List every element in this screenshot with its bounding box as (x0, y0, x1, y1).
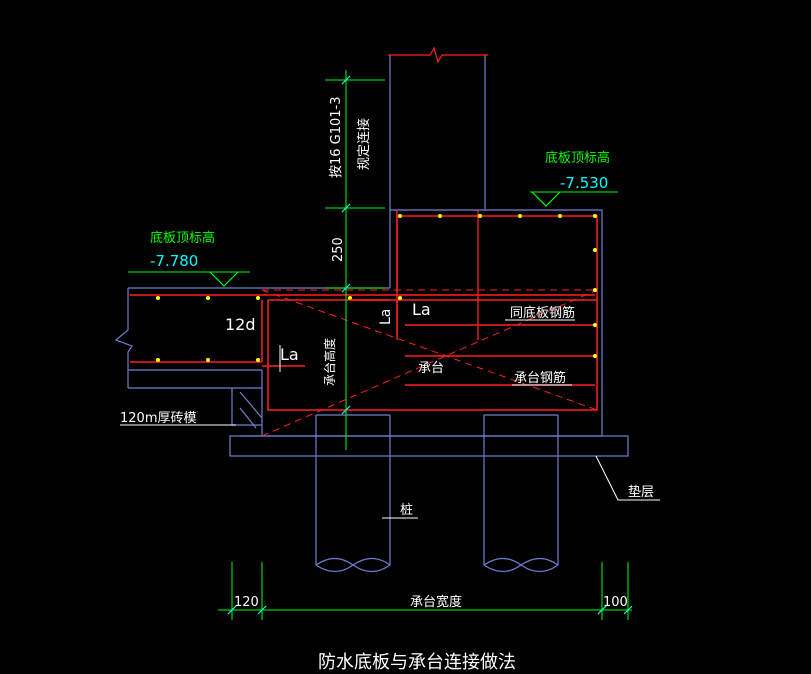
brick-mold (231, 388, 263, 429)
column-rebar (396, 210, 479, 340)
bottom-slab (114, 287, 390, 389)
left-level-marker (128, 271, 250, 287)
cushion-layer (229, 435, 629, 457)
dim-mid-label: 承台宽度 (410, 594, 462, 610)
bottom-dimension (218, 562, 632, 620)
la-center-arrow (350, 299, 398, 335)
dim-right-label: 100 (603, 595, 628, 610)
left-level-label: 底板顶标高 (150, 230, 215, 246)
drawing-caption: 防水底板与承台连接做法 (318, 652, 516, 673)
la-center-label: La (378, 309, 394, 325)
dim-left-label: 120 (234, 595, 259, 610)
brick-mold-label: 120m厚砖模 (120, 411, 196, 426)
same-slab-rebar-label: 同底板钢筋 (510, 305, 575, 321)
rebar-dots (156, 214, 597, 362)
pile-label: 桩 (400, 503, 413, 518)
break-line (388, 46, 488, 64)
right-level-marker (530, 191, 618, 207)
cap-rebar-label: 承台钢筋 (514, 370, 566, 386)
pile-cap (240, 209, 603, 437)
piles (315, 414, 559, 573)
cap-height-label: 承台高度 (322, 338, 337, 386)
cap-diagonals (261, 289, 598, 437)
cap-rebar (130, 215, 598, 411)
right-level-value: -7.530 (560, 174, 608, 192)
right-level-label: 底板顶标高 (545, 150, 610, 166)
column-note-2: 规定连接 (356, 118, 372, 170)
cushion-leader (595, 455, 660, 501)
la-left-arrow (262, 345, 305, 372)
left-level-value: -7.780 (150, 252, 198, 270)
cushion-label: 垫层 (628, 484, 654, 500)
column-note: 按16 G101-3 (329, 96, 344, 178)
vertical-dimension (325, 70, 385, 450)
column (389, 55, 486, 210)
cap-label: 承台 (418, 361, 444, 376)
la-center-value: La (412, 300, 431, 319)
anchor-12d-label: 12d (225, 315, 256, 334)
dim-250-label: 250 (331, 237, 346, 262)
la-left-label: La (280, 345, 299, 364)
